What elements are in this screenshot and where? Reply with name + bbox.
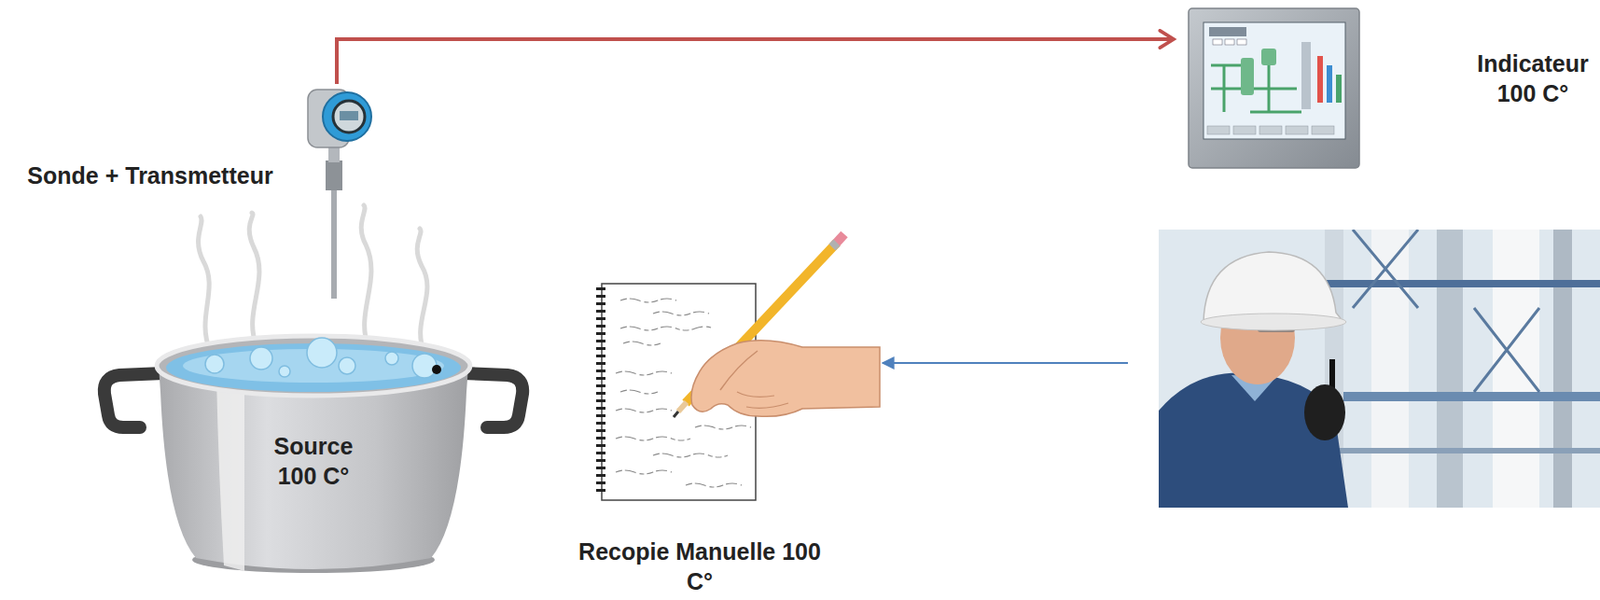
hmi-button: [1233, 125, 1256, 135]
hmi-readout: [1224, 39, 1235, 45]
pencil-lead: [673, 411, 679, 418]
plant-column: [1492, 229, 1540, 508]
handwriting: [685, 483, 742, 487]
plant-bracing: [1352, 229, 1540, 392]
operator-jacket: [1158, 373, 1349, 509]
hmi-button: [1311, 125, 1335, 135]
handwriting: [615, 436, 691, 441]
steam-wisp: [249, 212, 260, 346]
monitor-frame: [1188, 8, 1360, 168]
hand-fingers: [737, 391, 789, 408]
hmi-button: [1259, 125, 1282, 135]
handwriting: [695, 425, 752, 430]
handwriting: [653, 311, 710, 316]
plant-column: [1371, 229, 1409, 508]
probe-gland: [325, 160, 343, 191]
hmi-readout: [1212, 39, 1223, 45]
hmi-column: [1301, 41, 1311, 110]
notebook-spiral: [596, 287, 606, 497]
lcd-screen: [339, 111, 359, 121]
gloved-hand-radio: [1304, 384, 1346, 441]
hmi-button: [1207, 125, 1230, 135]
hmi-bar: [1326, 65, 1333, 103]
hand-thumb: [720, 350, 758, 390]
bubble: [385, 351, 399, 365]
handwriting: [653, 453, 728, 458]
pencil-band: [832, 242, 837, 248]
indicator-label: Indicateur 100 C°: [1462, 48, 1600, 109]
writing-hand: [691, 340, 880, 418]
pot-rim: [156, 335, 471, 396]
handwriting: [615, 470, 672, 474]
hmi-valve: [1261, 48, 1277, 66]
hard-hat: [1203, 251, 1344, 322]
transmitter-display: [333, 100, 365, 133]
transmitter-cover: [322, 92, 372, 141]
bubble: [306, 337, 337, 368]
plant-pipe: [1343, 391, 1600, 402]
hmi-readout: [1237, 39, 1247, 45]
manual-copy-label: Recopie Manuelle 100 C°: [578, 536, 821, 597]
hmi-bar: [1335, 74, 1342, 103]
pot-handle: [463, 373, 523, 428]
rim-dot: [431, 364, 442, 375]
hmi-bar: [1317, 55, 1323, 103]
source-node: Source 100 C°: [97, 214, 531, 572]
bubble: [250, 347, 273, 370]
reading-arrow: [882, 361, 1128, 364]
manual-copy-node: Recopie Manuelle 100 C°: [597, 239, 883, 501]
hmi-button: [1285, 125, 1308, 135]
handwriting: [615, 371, 672, 376]
plant-pipe: [1306, 279, 1600, 288]
bubble: [412, 353, 437, 378]
plant-column: [1553, 229, 1573, 508]
pot-handle: [104, 373, 164, 428]
source-label: Source 100 C°: [257, 431, 370, 491]
pot-highlight: [216, 376, 245, 571]
probe-label: Sonde + Transmetteur: [10, 160, 291, 191]
bubble: [338, 357, 356, 375]
handwriting: [623, 341, 661, 346]
hard-hat-brim: [1200, 313, 1347, 331]
signal-arrow: [336, 39, 1174, 84]
bubble: [205, 354, 224, 374]
probe-stem: [331, 181, 337, 299]
handwriting: [620, 389, 658, 394]
transmitter-node: Sonde + Transmetteur: [304, 83, 370, 299]
plant-column: [1436, 229, 1463, 508]
bubble: [278, 365, 291, 377]
handwriting: [615, 408, 672, 413]
steam-wisp: [361, 205, 372, 348]
steam-wisp: [417, 228, 428, 353]
hmi-pipe: [1210, 51, 1302, 112]
handwriting: [620, 298, 677, 303]
hmi-header: [1209, 27, 1247, 37]
monitor-screen: [1203, 22, 1346, 140]
pencil-tip: [678, 402, 687, 412]
photo-background: [1158, 229, 1600, 508]
steam-wisp: [198, 216, 210, 350]
hmi-tank: [1240, 57, 1254, 96]
handwriting: [620, 326, 714, 331]
indicator-node: Indicateur 100 C°: [1173, 8, 1360, 168]
